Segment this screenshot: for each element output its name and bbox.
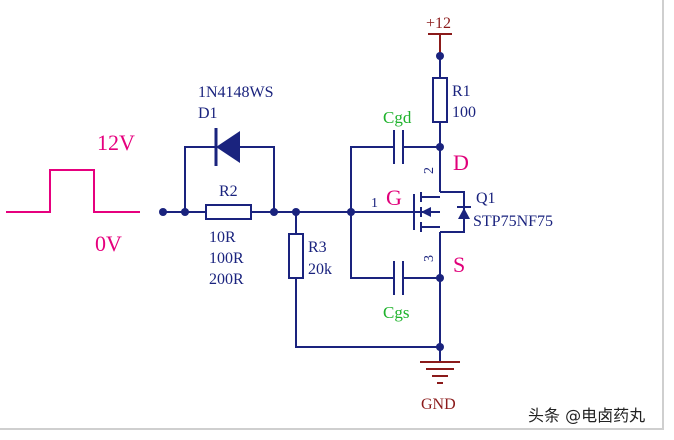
r3-value-label: 20k bbox=[308, 261, 332, 278]
junction-dots bbox=[159, 52, 444, 351]
mosfet-source-label: S bbox=[453, 252, 465, 277]
watermark: 头条 @电卤药丸 bbox=[528, 406, 646, 425]
r3-designator-label: R3 bbox=[308, 239, 327, 256]
r2-value-3: 200R bbox=[209, 271, 244, 288]
diode-designator-label: D1 bbox=[198, 105, 218, 122]
cgs-label: Cgs bbox=[383, 303, 409, 322]
r2-value-2: 100R bbox=[209, 250, 244, 267]
mosfet-pin-source: 3 bbox=[422, 255, 437, 262]
power-label: +12 bbox=[426, 15, 451, 32]
r3-resistor bbox=[288, 233, 304, 279]
cgs-wire bbox=[350, 212, 394, 279]
r2-designator-label: R2 bbox=[219, 183, 238, 200]
ground-label: GND bbox=[421, 396, 456, 413]
mosfet-pin-gate: 1 bbox=[371, 196, 378, 211]
ground-symbol bbox=[420, 361, 460, 384]
ground-return-wire bbox=[295, 278, 440, 348]
cgd-label: Cgd bbox=[383, 108, 412, 127]
cgd-wire bbox=[350, 146, 394, 212]
mosfet-pin-drain: 2 bbox=[422, 167, 437, 174]
sheet-border bbox=[0, 0, 664, 430]
signal-low-label: 0V bbox=[95, 231, 122, 256]
diode-symbol bbox=[216, 131, 240, 163]
signal-high-label: 12V bbox=[97, 130, 135, 155]
r1-designator-label: R1 bbox=[452, 83, 471, 100]
diode-part-label: 1N4148WS bbox=[198, 84, 274, 101]
r1-value-label: 100 bbox=[452, 104, 476, 121]
mosfet-symbol bbox=[380, 191, 471, 233]
input-square-wave bbox=[6, 169, 140, 213]
r2-resistor bbox=[205, 204, 252, 220]
mosfet-gate-label: G bbox=[386, 185, 402, 210]
r2-value-1: 10R bbox=[209, 229, 236, 246]
diode-branch-wire bbox=[184, 146, 275, 212]
mosfet-part-label: STP75NF75 bbox=[473, 213, 553, 230]
mosfet-drain-label: D bbox=[453, 150, 469, 175]
mosfet-designator-label: Q1 bbox=[476, 190, 496, 207]
r1-resistor bbox=[432, 77, 448, 123]
